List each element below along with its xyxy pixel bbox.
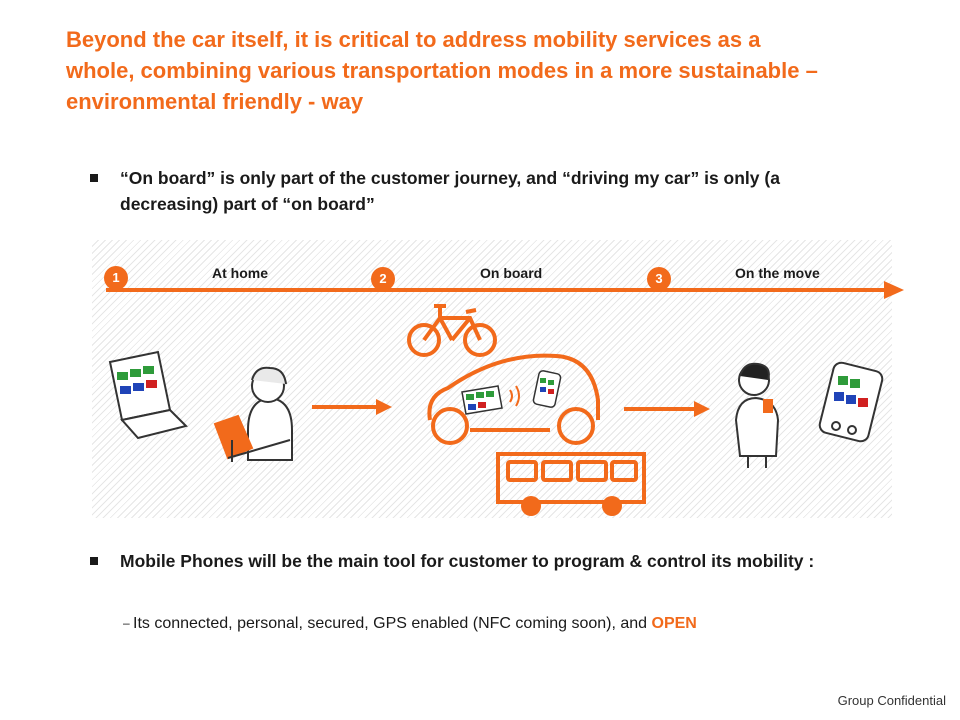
stage-label-on-the-move: On the move [735, 265, 820, 281]
car-icon [427, 353, 600, 445]
square-bullet-icon [90, 557, 98, 565]
stage-label-at-home: At home [212, 265, 268, 281]
signal-waves-icon [509, 385, 520, 407]
footer-confidential: Group Confidential [837, 693, 946, 708]
bullet-mobile-phones: Mobile Phones will be the main tool for … [90, 548, 880, 574]
sub-bullet: – Its connected, personal, secured, GPS … [123, 612, 863, 635]
woman-with-laptop-icon [213, 366, 293, 462]
car-phone-icon [532, 370, 562, 408]
handheld-device-icon [818, 361, 884, 443]
step-1-badge: 1 [104, 266, 128, 290]
sub-bullet-text: Its connected, personal, secured, GPS en… [133, 615, 648, 632]
man-with-phone-icon [734, 362, 780, 468]
dash-bullet-icon: – [123, 616, 130, 630]
step-3-badge: 3 [647, 267, 671, 291]
flow-arrow-icon [312, 399, 392, 415]
flow-arrow-icon [624, 401, 710, 417]
bullet-on-board: “On board” is only part of the customer … [90, 165, 880, 217]
open-highlight: OPEN [651, 615, 697, 632]
car-screen-icon [461, 385, 503, 415]
square-bullet-icon [90, 174, 98, 182]
slide-title: Beyond the car itself, it is critical to… [66, 27, 818, 114]
bullet-text: “On board” is only part of the customer … [120, 168, 780, 214]
bus-icon [496, 452, 646, 516]
bullet-text: Mobile Phones will be the main tool for … [120, 551, 815, 571]
laptop-icon [108, 350, 188, 440]
timeline-arrow [106, 281, 904, 299]
stage-label-on-board: On board [480, 265, 543, 281]
bicycle-icon [407, 304, 497, 357]
step-2-badge: 2 [371, 267, 395, 291]
